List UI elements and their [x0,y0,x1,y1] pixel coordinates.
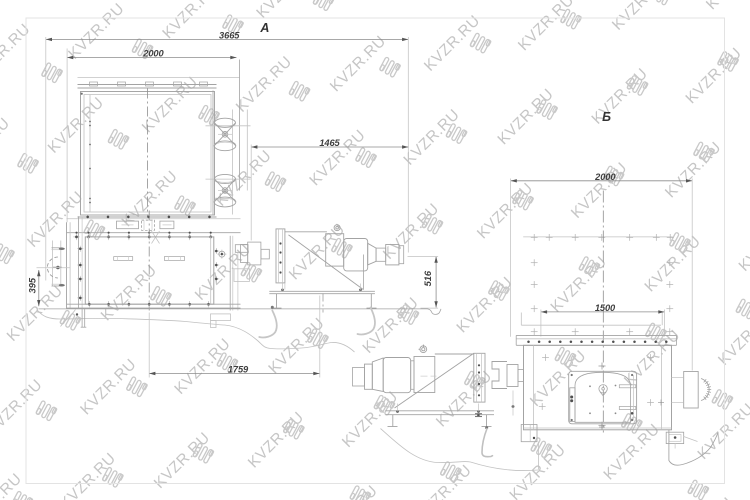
svg-text:2000: 2000 [142,49,164,59]
svg-text:395: 395 [27,277,37,293]
svg-text:А: А [259,21,269,35]
svg-text:516: 516 [423,270,433,286]
svg-text:1759: 1759 [228,364,249,374]
svg-text:Б: Б [602,110,611,124]
svg-text:1465: 1465 [319,138,340,148]
svg-text:2000: 2000 [594,172,616,182]
svg-text:1500: 1500 [595,303,616,313]
svg-text:3665: 3665 [219,31,240,41]
